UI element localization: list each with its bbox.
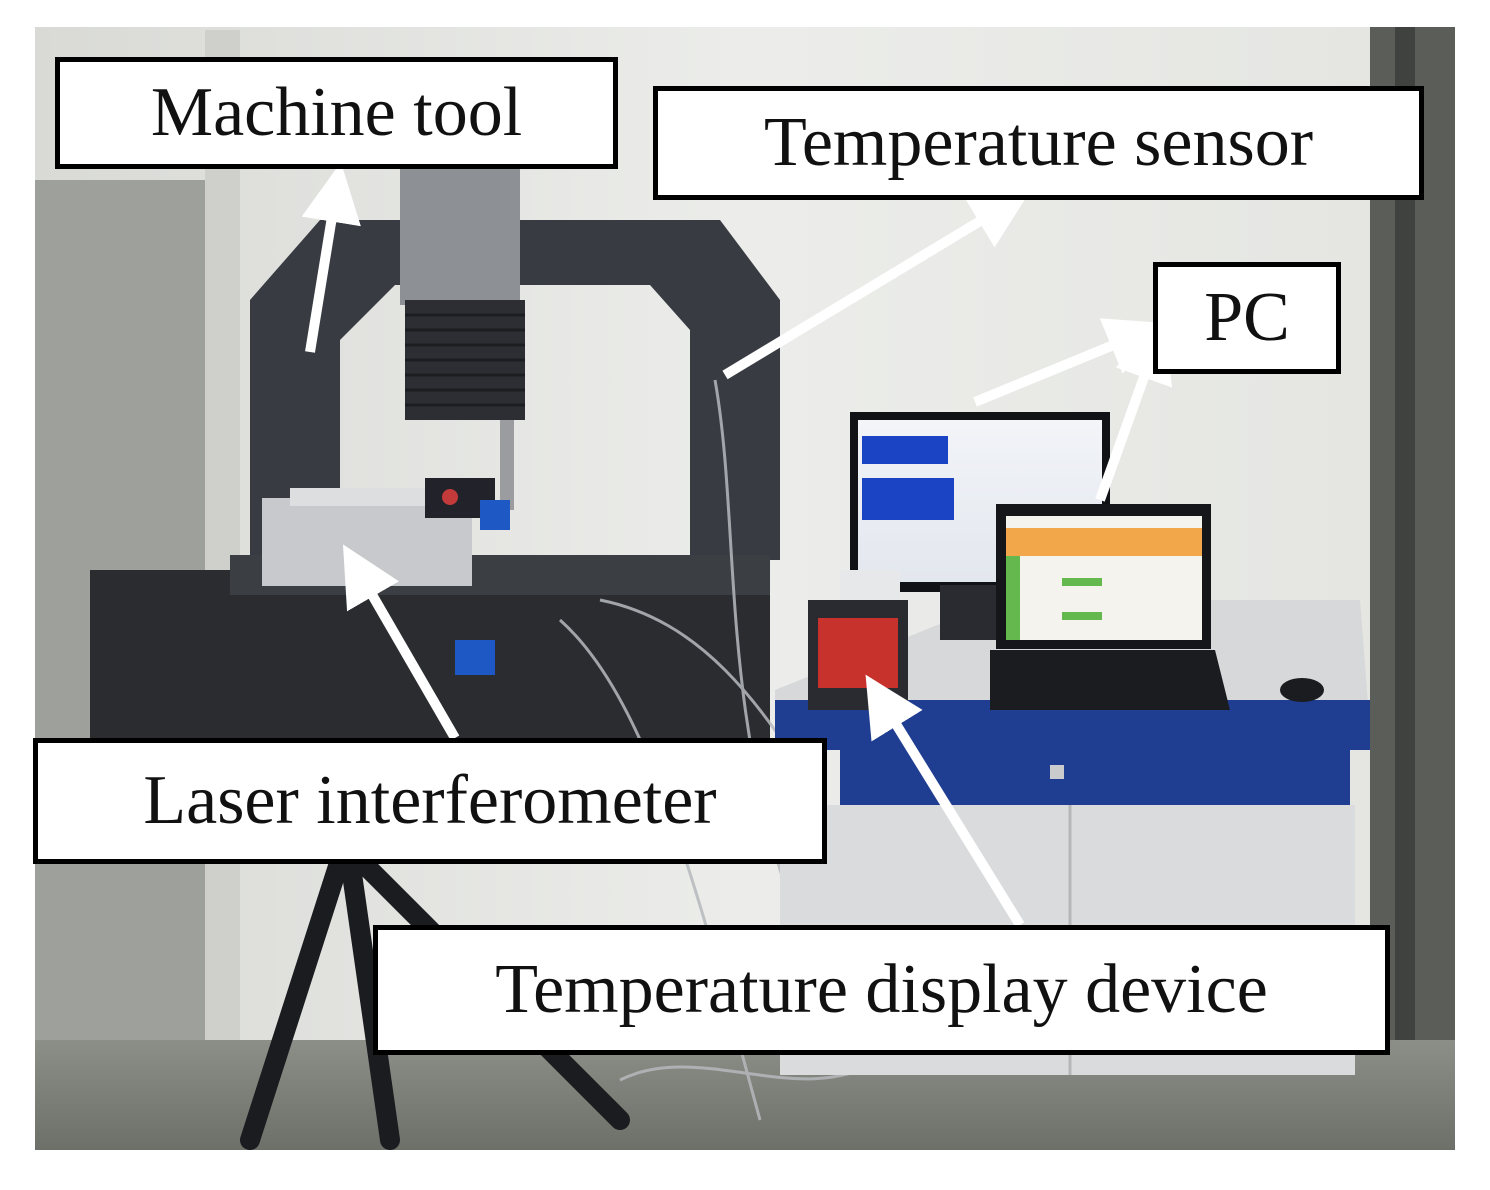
annotation-arrows: [301, 162, 1173, 928]
arrow-pointer-icon-display: [865, 674, 1025, 928]
arrow-pointer-icon-laser: [342, 544, 460, 741]
machine-tool-label: Machine tool: [55, 57, 618, 169]
temperature-sensor-label: Temperature sensor: [653, 86, 1424, 200]
pc-label: PC: [1153, 262, 1341, 374]
temperature-display-device-label: Temperature display device: [373, 925, 1390, 1055]
temperature-display-unit: [808, 570, 908, 710]
laptop: [990, 504, 1324, 710]
arrow-pointer-icon-sensor: [722, 190, 1031, 380]
arrow-pointer-icon-machine: [301, 162, 361, 353]
laser-interferometer-label: Laser interferometer: [33, 738, 827, 864]
arrow-pointer-icon-pc-laptop: [1095, 321, 1173, 502]
